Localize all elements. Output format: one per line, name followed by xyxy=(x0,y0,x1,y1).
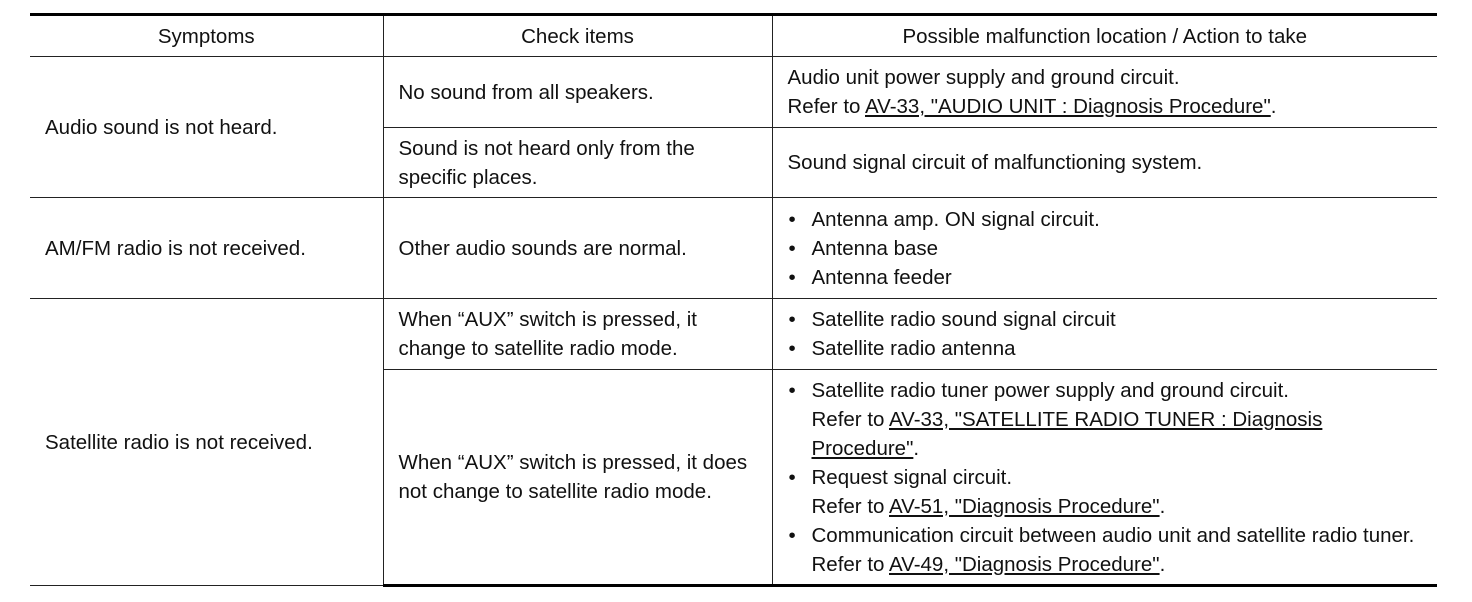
check-cell: Other audio sounds are normal. xyxy=(382,197,773,299)
symptom-cell: AM/FM radio is not received. xyxy=(30,197,384,299)
refer-suffix: . xyxy=(913,436,920,460)
action-cell: Audio unit power supply and ground circu… xyxy=(771,56,1437,128)
refer-line: Refer to AV-33, "AUDIO UNIT : Diagnosis … xyxy=(788,92,1424,121)
action-cell: Satellite radio tuner power supply and g… xyxy=(771,369,1437,587)
action-list: Antenna amp. ON signal circuit. Antenna … xyxy=(788,205,1424,292)
list-item: Antenna amp. ON signal circuit. xyxy=(788,205,1424,234)
table-row: Audio sound is not heard. No sound from … xyxy=(30,56,1437,198)
action-text: Communication circuit between audio unit… xyxy=(811,523,1415,547)
reference-link[interactable]: AV-33, "AUDIO UNIT : Diagnosis Procedure… xyxy=(865,95,1271,118)
refer-suffix: . xyxy=(1159,494,1166,518)
refer-suffix: . xyxy=(1270,95,1277,118)
table-row: Sound is not heard only from the specifi… xyxy=(30,127,1437,198)
reference-link[interactable]: AV-51, "Diagnosis Procedure" xyxy=(889,494,1160,518)
action-text: Satellite radio tuner power supply and g… xyxy=(811,378,1289,402)
check-cell: No sound from all speakers. xyxy=(382,56,773,128)
table-header-row: Symptoms Check items Possible malfunctio… xyxy=(30,13,1437,57)
list-item: Satellite radio antenna xyxy=(788,334,1424,363)
action-cell: Satellite radio sound signal circuit Sat… xyxy=(771,298,1437,370)
action-list: Satellite radio sound signal circuit Sat… xyxy=(788,305,1424,363)
list-item: Antenna feeder xyxy=(788,263,1424,292)
reference-link[interactable]: AV-49, "Diagnosis Procedure" xyxy=(889,552,1160,576)
diagnosis-table: Symptoms Check items Possible malfunctio… xyxy=(30,13,1437,587)
action-list: Satellite radio tuner power supply and g… xyxy=(788,376,1424,579)
action-text: Audio unit power supply and ground circu… xyxy=(787,66,1180,89)
action-cell: Antenna amp. ON signal circuit. Antenna … xyxy=(771,197,1437,299)
refer-prefix: Refer to xyxy=(811,552,889,576)
symptom-cell: Satellite radio is not received. xyxy=(30,298,384,586)
refer-prefix: Refer to xyxy=(811,494,889,518)
list-item: Satellite radio tuner power supply and g… xyxy=(788,376,1424,463)
list-item: Request signal circuit. Refer to AV-51, … xyxy=(788,463,1424,521)
list-item: Satellite radio sound signal circuit xyxy=(788,305,1424,334)
refer-suffix: . xyxy=(1159,552,1166,576)
list-item: Communication circuit between audio unit… xyxy=(788,521,1424,579)
check-cell: Sound is not heard only from the specifi… xyxy=(383,127,773,198)
check-cell: When “AUX” switch is pressed, it does no… xyxy=(383,369,773,587)
header-symptoms: Symptoms xyxy=(30,13,384,57)
table-row: AM/FM radio is not received. Other audio… xyxy=(30,197,1437,299)
action-cell: Sound signal circuit of malfunctioning s… xyxy=(771,127,1437,198)
header-check-items: Check items xyxy=(382,13,773,57)
list-item: Antenna base xyxy=(788,234,1424,263)
refer-prefix: Refer to xyxy=(787,95,865,118)
table-row: When “AUX” switch is pressed, it does no… xyxy=(30,369,1437,587)
refer-prefix: Refer to xyxy=(811,407,889,431)
check-cell: When “AUX” switch is pressed, it change … xyxy=(382,298,773,370)
reference-link[interactable]: AV-33, "SATELLITE RADIO TUNER : Diagnosi… xyxy=(811,407,1323,460)
action-text: Request signal circuit. xyxy=(811,465,1013,489)
symptom-cell: Audio sound is not heard. xyxy=(30,56,384,198)
header-action: Possible malfunction location / Action t… xyxy=(771,13,1437,57)
table-row: Satellite radio is not received. When “A… xyxy=(30,298,1437,586)
